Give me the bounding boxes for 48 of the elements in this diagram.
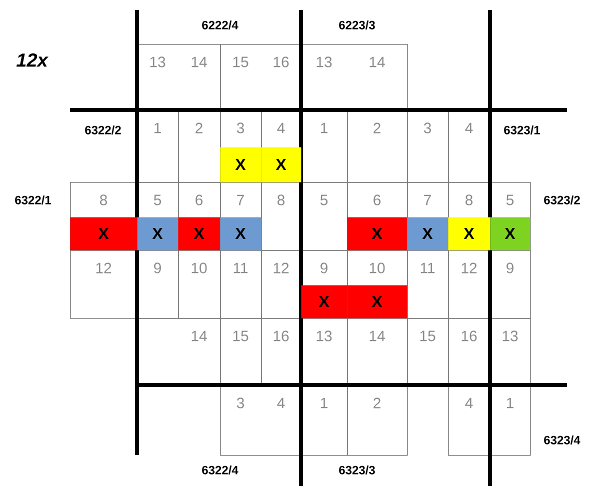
marked-cell: X	[347, 217, 408, 250]
marked-cell: X	[220, 147, 262, 182]
grid-cell: 11	[407, 250, 449, 319]
marked-cell: X	[70, 217, 138, 250]
grid-cell: 15 16	[220, 44, 302, 111]
marked-cell: X	[490, 217, 530, 250]
marked-cell: X	[448, 217, 490, 250]
grid-cell: 2	[347, 385, 408, 456]
sheet-label: 6322/1	[15, 196, 52, 204]
grid-cell: 3	[407, 110, 449, 183]
sheet-label: 6223/3	[339, 20, 375, 30]
marked-cell: X	[178, 217, 220, 250]
sheet-label: 6322/4	[202, 466, 238, 474]
sheet-label: 6323/3	[339, 466, 375, 474]
grid-cell: 13 14	[137, 44, 221, 111]
grid-cell: 4	[448, 385, 491, 456]
grid-cell: 1	[490, 385, 531, 456]
grid-cell: 1	[301, 385, 348, 456]
heading: 12x	[16, 53, 48, 67]
grid-cell: 1	[301, 110, 348, 183]
grid-cell: 1	[137, 110, 179, 183]
marked-cell: X	[137, 217, 178, 250]
marked-cell: X	[407, 217, 448, 250]
sheet-label: 6222/4	[202, 20, 238, 30]
grid-cell: 14	[137, 318, 221, 386]
node-label: X	[235, 158, 246, 170]
marked-cell: X	[220, 217, 262, 250]
grid-cell: 15	[220, 318, 262, 386]
grid-cell: 10	[178, 250, 221, 319]
sheet-label: 6323/4	[544, 436, 580, 444]
sheet-label: 6323/1	[504, 126, 540, 134]
node-label: X	[276, 158, 286, 170]
grid-cell: 4	[448, 110, 491, 183]
sheet-label: 6322/2	[85, 126, 121, 134]
marked-cell: X	[347, 285, 408, 318]
grid-cell: 16	[261, 318, 302, 386]
grid-cell: 2	[347, 110, 408, 183]
node-label: X	[318, 296, 330, 307]
grid-cell: 13 14	[301, 44, 408, 111]
sheet-label: 6323/2	[544, 196, 580, 204]
grid-cell: 15	[407, 318, 449, 386]
marked-cell: X	[301, 285, 348, 318]
grid-cell: 13	[490, 318, 531, 386]
grid-cell: 11	[220, 250, 262, 319]
grid-cell: 3 4	[220, 385, 302, 456]
node-label: X	[372, 296, 382, 307]
grid-cell: 16	[448, 318, 491, 386]
marked-cell: X	[261, 147, 302, 182]
